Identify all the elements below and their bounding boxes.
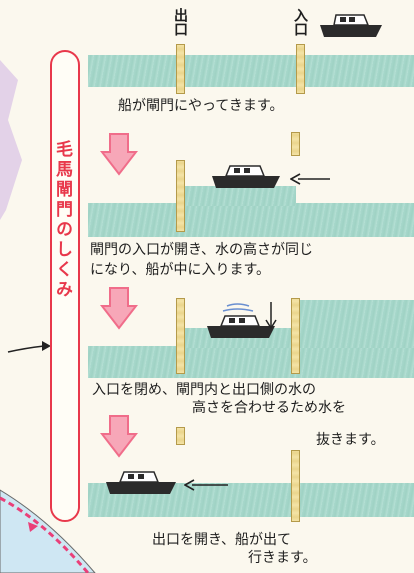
decorative-purple-shading (0, 60, 22, 220)
step3-caption-line2: 高さを合わせるため水を (192, 400, 346, 416)
step1-water (88, 55, 414, 87)
arrow-left-icon (184, 479, 228, 491)
step2-exit-gate (176, 160, 185, 232)
arrow-down-icon (100, 287, 138, 330)
step4-caption-line1: 出口を開き、船が出て (152, 532, 292, 548)
step3-entrance-side-water (300, 300, 414, 348)
boat-icon (320, 14, 382, 37)
step2-caption-line1: 閘門の入口が開き、水の高さが同じ (90, 242, 314, 258)
title-frame (50, 50, 80, 522)
arrow-down-small-icon (265, 302, 277, 330)
boat-icon (212, 165, 280, 188)
boat-icon (106, 471, 176, 494)
step3-entrance-gate (291, 298, 300, 374)
pointer-arrow-icon (7, 341, 51, 353)
step3-caption-line3: 抜きます。 (316, 432, 385, 448)
step3-water (88, 346, 414, 378)
step4-entrance-gate (291, 450, 300, 522)
arrow-down-icon (100, 133, 138, 176)
step1-exit-gate (176, 44, 185, 94)
step4-exit-gate (176, 427, 185, 445)
step1-entrance-gate (296, 44, 305, 94)
step2-water (88, 203, 414, 237)
entrance-label: 入口 (292, 8, 308, 36)
step4-caption-line2: 行きます。 (248, 550, 317, 566)
boat-icon (207, 303, 275, 338)
step3-exit-gate (176, 298, 185, 374)
arrow-left-icon (290, 173, 330, 185)
exit-label: 出口 (172, 8, 188, 36)
step1-caption: 船が閘門にやってきます。 (118, 98, 284, 114)
arrow-down-icon (100, 415, 138, 458)
diagram-title: 毛馬閘門のしくみ (52, 140, 72, 300)
step2-lock-water (185, 186, 296, 206)
step2-entrance-gate (291, 132, 300, 156)
step2-caption-line2: になり、船が中に入ります。 (90, 262, 271, 278)
step3-caption-line1: 入口を閉め、閘門内と出口側の水の (92, 382, 316, 398)
